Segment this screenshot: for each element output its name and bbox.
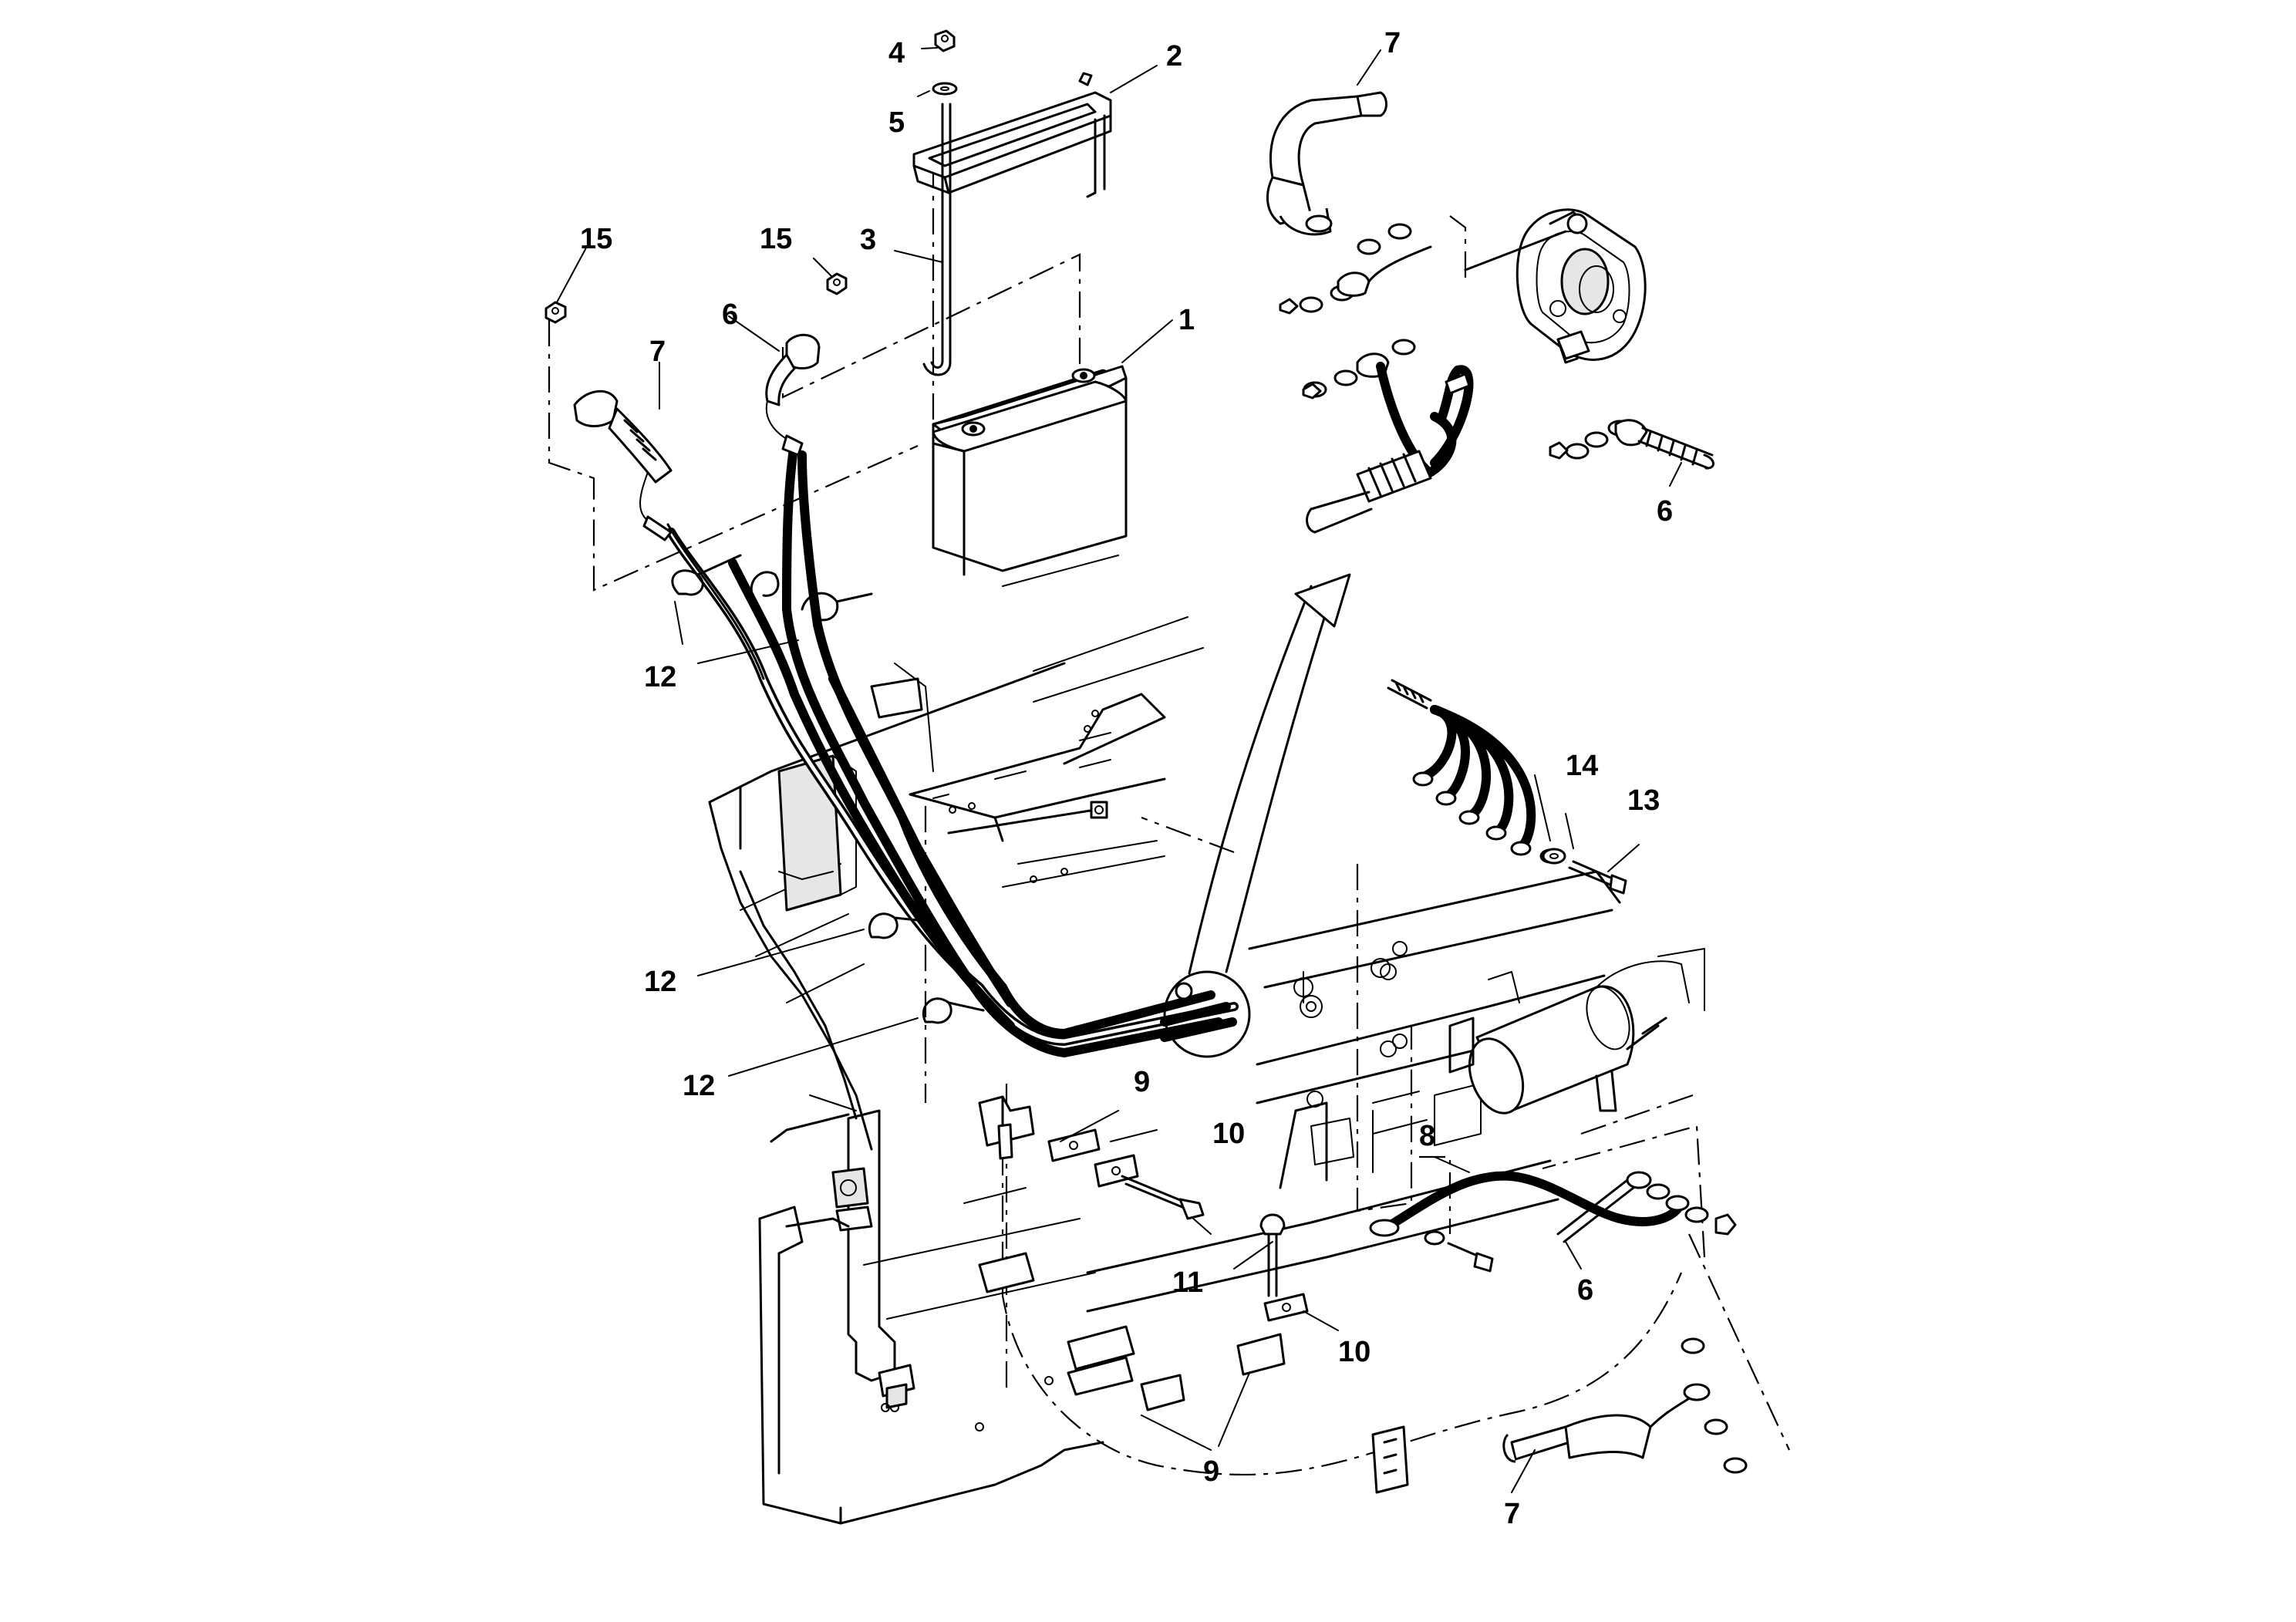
negative-terminal-boot <box>765 333 821 457</box>
hex-nut <box>934 29 956 52</box>
callout-3: 3 <box>860 224 876 256</box>
flat-washer <box>932 82 958 96</box>
terminal-screw <box>1568 860 1627 895</box>
callout-15-right: 15 <box>760 223 792 255</box>
detail-magnifier <box>1160 573 1351 1058</box>
callout-9-lower: 9 <box>1203 1455 1219 1488</box>
callout-8: 8 <box>1419 1120 1435 1152</box>
callout-6-cable: 6 <box>722 298 738 331</box>
callout-4: 4 <box>888 37 905 69</box>
callout-12-lower: 12 <box>683 1070 715 1102</box>
positive-cable-end <box>1502 1337 1748 1474</box>
callout-leaders <box>556 47 1682 1493</box>
clamp-plate-lower <box>1236 1293 1309 1376</box>
starter-terminal-stud <box>1556 1171 1737 1243</box>
callout-13: 13 <box>1627 784 1660 817</box>
inset-regulator-harness <box>1306 362 1474 534</box>
battery-cables <box>666 439 1239 1057</box>
clamp-bolt-upper <box>1121 1175 1205 1220</box>
battery-support-tray <box>909 693 1166 888</box>
inset-cable-end <box>1266 95 1363 236</box>
callout-6-lower: 6 <box>1577 1274 1593 1307</box>
cable-tie-1 <box>671 554 742 596</box>
positive-terminal-boot <box>573 389 673 541</box>
hold-down-j-bolt <box>922 103 952 376</box>
inset-regulator-plate <box>1464 208 1647 364</box>
cable-tie-3 <box>868 912 935 939</box>
callout-7-cable: 7 <box>649 336 666 368</box>
callout-7-inset: 7 <box>1384 27 1401 59</box>
callout-labels: 1 2 3 4 5 6 6 6 7 7 7 8 9 9 10 10 11 12 … <box>580 27 1673 1530</box>
terminal-nut-left <box>544 301 567 324</box>
terminal-nut-right <box>826 272 848 295</box>
terminal-lockwasher <box>1542 848 1566 865</box>
callout-14: 14 <box>1566 750 1598 782</box>
starter-wire-harness <box>1387 679 1561 864</box>
cable-clamp-lower <box>978 1252 1185 1411</box>
callout-10-upper: 10 <box>1212 1118 1245 1150</box>
callout-12-middle: 12 <box>644 966 676 998</box>
inset-cable-6 <box>1614 419 1714 470</box>
battery-hold-down-bracket <box>912 72 1112 198</box>
cable-clamp-frame <box>1371 1425 1409 1494</box>
callout-10-lower: 10 <box>1338 1336 1371 1368</box>
starter-motor <box>1448 948 1705 1114</box>
callout-15-left: 15 <box>580 223 612 255</box>
cable-clamp-upper <box>978 1095 1035 1160</box>
clamp-bolt-lower <box>1259 1213 1286 1297</box>
frame-base-plate <box>758 1187 1104 1525</box>
callout-5: 5 <box>888 106 905 139</box>
callout-2: 2 <box>1166 40 1182 73</box>
callout-7-lower: 7 <box>1504 1498 1520 1530</box>
callout-6-inset: 6 <box>1657 495 1673 528</box>
cable-tie-4 <box>922 997 985 1024</box>
frame-support-post <box>785 1109 915 1412</box>
ground-cable <box>1369 1171 1686 1273</box>
frame-console-panel <box>708 555 1204 1151</box>
callout-11: 11 <box>1172 1266 1203 1299</box>
assembly-lines <box>548 162 1790 1476</box>
callout-1: 1 <box>1178 304 1195 336</box>
inset-ring-terminals <box>1337 245 1432 378</box>
cable-tie-5 <box>750 571 780 597</box>
callout-12-upper: 12 <box>644 661 676 693</box>
callout-9-upper: 9 <box>1134 1066 1150 1098</box>
battery <box>932 365 1128 576</box>
inset-cable-7-end <box>1356 91 1387 117</box>
cable-tie-2 <box>801 592 873 622</box>
